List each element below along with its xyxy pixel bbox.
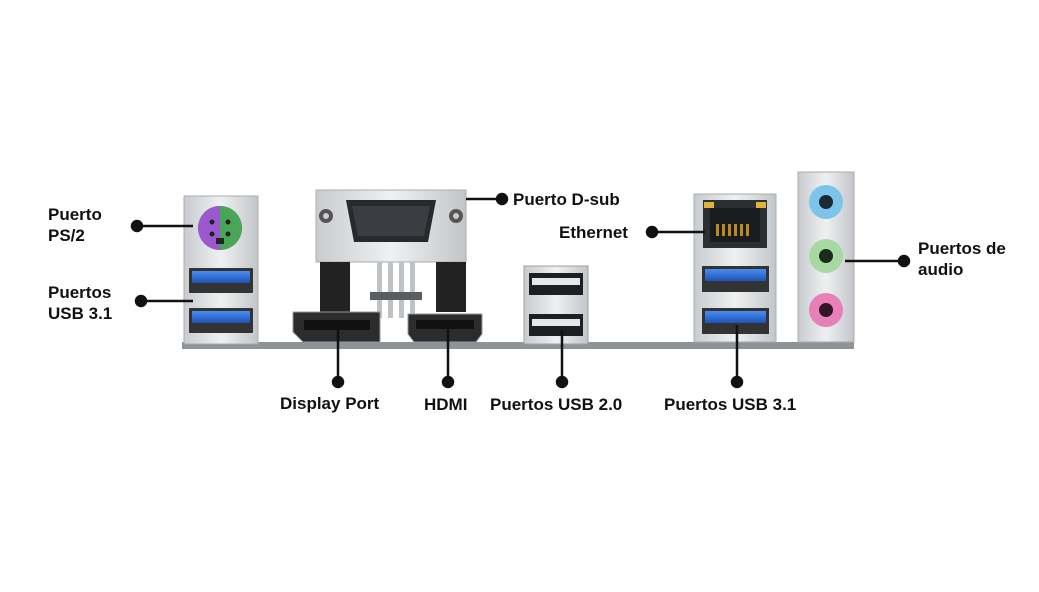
ethernet-port-icon (703, 200, 767, 248)
ps2-label-line1: Puerto (48, 205, 102, 224)
right-port-tower (693, 193, 777, 343)
audio-label: Puertos de audio (918, 238, 1006, 280)
audio-jack-blue-icon (809, 185, 843, 219)
leader-usb31-right (730, 325, 744, 389)
audio-label-line2: audio (918, 260, 964, 279)
leader-ps2 (130, 219, 193, 233)
audio-jack-pink-icon (809, 293, 843, 327)
usb31-right-label: Puertos USB 3.1 (664, 395, 797, 414)
usb31-left-label-line2: USB 3.1 (48, 304, 113, 323)
usb3-port-icon (189, 268, 253, 293)
leader-dsub (466, 192, 509, 206)
hdmi-label: HDMI (424, 395, 468, 414)
vga-dsub-port-icon (315, 189, 467, 318)
audio-jack-green-icon (809, 239, 843, 273)
leader-ethernet (645, 225, 705, 239)
ps2-label-line2: PS/2 (48, 226, 85, 245)
leader-audio (845, 254, 911, 268)
usb3-port-icon (702, 266, 769, 292)
leader-hdmi (441, 322, 455, 389)
leader-displayport (331, 322, 345, 389)
dsub-label: Puerto D-sub (513, 190, 620, 209)
leader-usb31-left (134, 294, 193, 308)
left-port-tower (183, 195, 259, 345)
usb3-port-icon (702, 308, 769, 334)
usb20-label: Puertos USB 2.0 (490, 395, 623, 414)
usb3-port-icon (189, 308, 253, 333)
leader-usb20 (555, 330, 569, 389)
usb31-left-label-line1: Puertos (48, 283, 112, 302)
usb2-stack-icon (523, 265, 589, 345)
ethernet-label: Ethernet (559, 223, 628, 242)
hdmi-port-icon (407, 313, 483, 343)
audio-label-line1: Puertos de (918, 239, 1006, 258)
audio-jack-panel (797, 171, 855, 343)
board-edge (182, 342, 854, 349)
displayport-icon (292, 311, 381, 343)
ps2-label: Puerto PS/2 (48, 204, 102, 246)
displayport-label: Display Port (280, 394, 380, 413)
usb31-left-label: Puertos USB 3.1 (48, 282, 112, 324)
ps2-port-icon (198, 206, 242, 250)
